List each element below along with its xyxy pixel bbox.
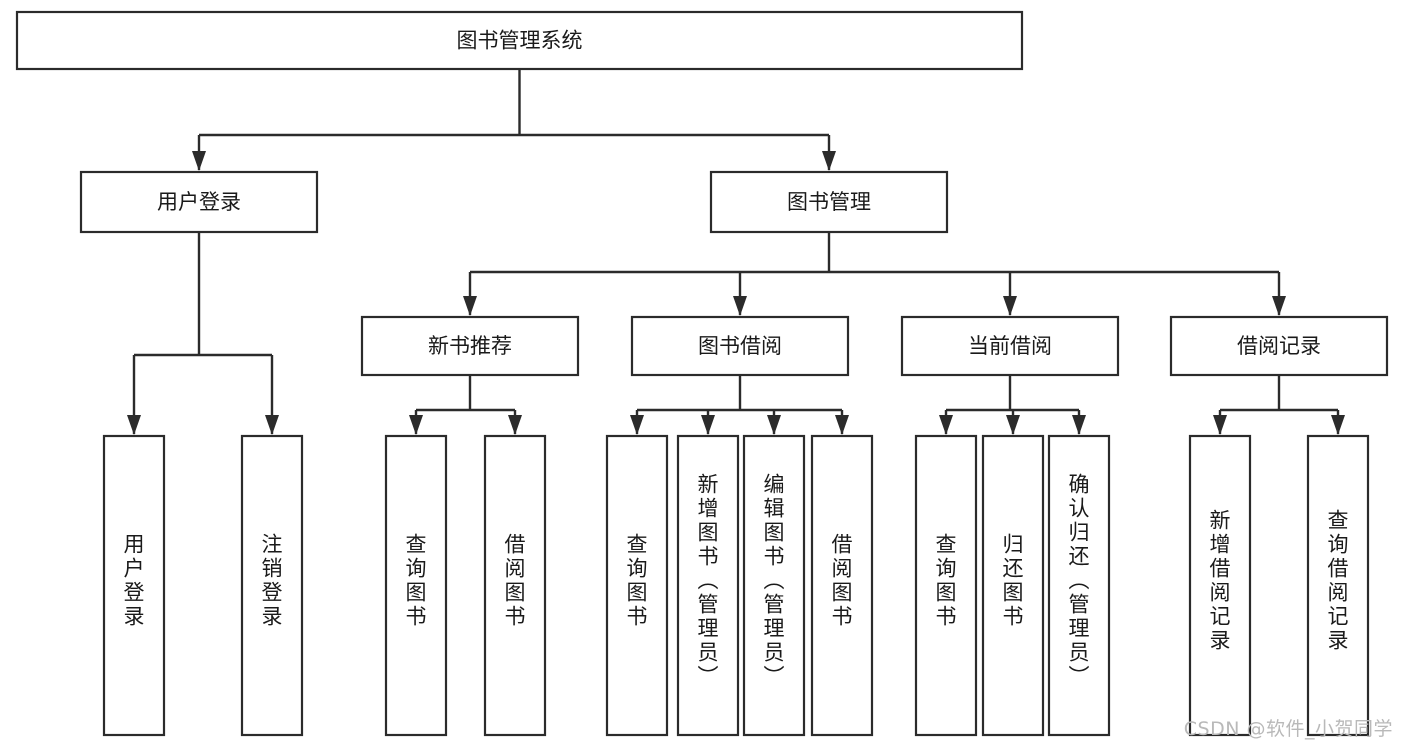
arrow-head-icon <box>409 415 423 435</box>
node-level2-user-login-rect <box>79 170 319 234</box>
node-level3-new-book-rec-rect <box>360 315 580 377</box>
node-leaf-leaf-query-book-3-rect <box>914 434 978 737</box>
node-level3-current-borrow[interactable]: 当前借阅 <box>900 315 1120 377</box>
node-leaf-leaf-query-book-2[interactable]: 查询图书 <box>605 434 669 737</box>
arrow-head-icon <box>1072 415 1086 435</box>
node-leaf-leaf-user-login[interactable]: 用户登录 <box>102 434 166 737</box>
node-leaf-leaf-add-book-rect <box>676 434 740 737</box>
node-leaf-leaf-borrow-book-2-rect <box>810 434 874 737</box>
node-leaf-leaf-return-book[interactable]: 归还图书 <box>981 434 1045 737</box>
node-level3-borrow-record[interactable]: 借阅记录 <box>1169 315 1389 377</box>
node-root-rect <box>15 10 1024 71</box>
node-leaf-leaf-borrow-book-2-label: 借阅图书 <box>832 533 853 629</box>
node-leaf-leaf-confirm-return-label: 确认归还︵管理员︶ <box>1069 473 1090 689</box>
node-leaf-leaf-add-record-label: 新增借阅记录 <box>1210 509 1231 653</box>
arrow-head-icon <box>1331 415 1345 435</box>
node-leaf-leaf-add-book[interactable]: 新增图书︵管理员︶ <box>676 434 740 737</box>
node-leaf-leaf-edit-book-rect <box>742 434 806 737</box>
node-leaf-leaf-logout-label: 注销登录 <box>262 533 283 629</box>
node-leaf-leaf-add-record[interactable]: 新增借阅记录 <box>1188 434 1252 737</box>
arrow-head-icon <box>127 415 141 435</box>
node-leaf-leaf-edit-book-label: 编辑图书︵管理员︶ <box>764 473 785 689</box>
node-leaf-leaf-user-login-label: 用户登录 <box>124 533 145 629</box>
node-leaf-leaf-borrow-book-1[interactable]: 借阅图书 <box>483 434 547 737</box>
arrow-head-icon <box>508 415 522 435</box>
node-level3-current-borrow-label: 当前借阅 <box>968 334 1052 358</box>
node-level2-user-login[interactable]: 用户登录 <box>79 170 319 234</box>
node-leaf-leaf-borrow-book-1-rect <box>483 434 547 737</box>
node-leaf-leaf-confirm-return[interactable]: 确认归还︵管理员︶ <box>1047 434 1111 737</box>
node-level2-book-manage[interactable]: 图书管理 <box>709 170 949 234</box>
node-leaf-leaf-add-book-label: 新增图书︵管理员︶ <box>698 473 719 689</box>
watermark: CSDN @软件_小贺同学 <box>1183 718 1393 740</box>
node-leaf-leaf-query-book-1[interactable]: 查询图书 <box>384 434 448 737</box>
node-level3-borrow-record-label: 借阅记录 <box>1237 334 1321 358</box>
node-level3-current-borrow-rect <box>900 315 1120 377</box>
node-level3-book-borrow-rect <box>630 315 850 377</box>
arrow-head-icon <box>733 296 747 316</box>
arrow-head-icon <box>767 415 781 435</box>
arrow-head-icon <box>835 415 849 435</box>
node-leaf-leaf-query-record[interactable]: 查询借阅记录 <box>1306 434 1370 737</box>
node-level3-new-book-rec-label: 新书推荐 <box>428 334 512 358</box>
node-level2-book-manage-label: 图书管理 <box>787 190 871 214</box>
node-leaf-leaf-query-record-label: 查询借阅记录 <box>1328 509 1349 653</box>
arrow-head-icon <box>463 296 477 316</box>
node-leaf-leaf-query-record-rect <box>1306 434 1370 737</box>
node-leaf-leaf-borrow-book-1-label: 借阅图书 <box>505 533 526 629</box>
edges-layer <box>127 69 1345 435</box>
node-leaf-leaf-query-book-2-label: 查询图书 <box>627 533 648 629</box>
arrow-head-icon <box>265 415 279 435</box>
arrow-head-icon <box>701 415 715 435</box>
arrow-head-icon <box>192 151 206 171</box>
node-level3-new-book-rec[interactable]: 新书推荐 <box>360 315 580 377</box>
arrow-head-icon <box>822 151 836 171</box>
node-leaf-leaf-logout[interactable]: 注销登录 <box>240 434 304 737</box>
node-leaf-leaf-confirm-return-rect <box>1047 434 1111 737</box>
arrow-head-icon <box>1213 415 1227 435</box>
node-leaf-leaf-edit-book[interactable]: 编辑图书︵管理员︶ <box>742 434 806 737</box>
node-level2-book-manage-rect <box>709 170 949 234</box>
arrow-head-icon <box>1272 296 1286 316</box>
node-leaf-leaf-query-book-1-rect <box>384 434 448 737</box>
arrow-head-icon <box>1006 415 1020 435</box>
arrow-head-icon <box>939 415 953 435</box>
node-root-label: 图书管理系统 <box>457 29 583 53</box>
node-leaf-leaf-query-book-3[interactable]: 查询图书 <box>914 434 978 737</box>
node-leaf-leaf-return-book-label: 归还图书 <box>1003 533 1024 629</box>
node-level3-borrow-record-rect <box>1169 315 1389 377</box>
node-leaf-leaf-add-record-rect <box>1188 434 1252 737</box>
node-level3-book-borrow-label: 图书借阅 <box>698 334 782 358</box>
node-root[interactable]: 图书管理系统 <box>15 10 1024 71</box>
node-leaf-leaf-logout-rect <box>240 434 304 737</box>
arrow-head-icon <box>1003 296 1017 316</box>
node-leaf-leaf-return-book-rect <box>981 434 1045 737</box>
node-leaf-leaf-user-login-rect <box>102 434 166 737</box>
node-leaf-leaf-query-book-1-label: 查询图书 <box>406 533 427 629</box>
arrow-head-icon <box>630 415 644 435</box>
node-level2-user-login-label: 用户登录 <box>157 190 241 214</box>
node-leaf-leaf-borrow-book-2[interactable]: 借阅图书 <box>810 434 874 737</box>
nodes-layer: 图书管理系统用户登录用户登录注销登录图书管理新书推荐查询图书借阅图书图书借阅查询… <box>15 10 1389 737</box>
node-leaf-leaf-query-book-3-label: 查询图书 <box>936 533 957 629</box>
node-leaf-leaf-query-book-2-rect <box>605 434 669 737</box>
node-level3-book-borrow[interactable]: 图书借阅 <box>630 315 850 377</box>
